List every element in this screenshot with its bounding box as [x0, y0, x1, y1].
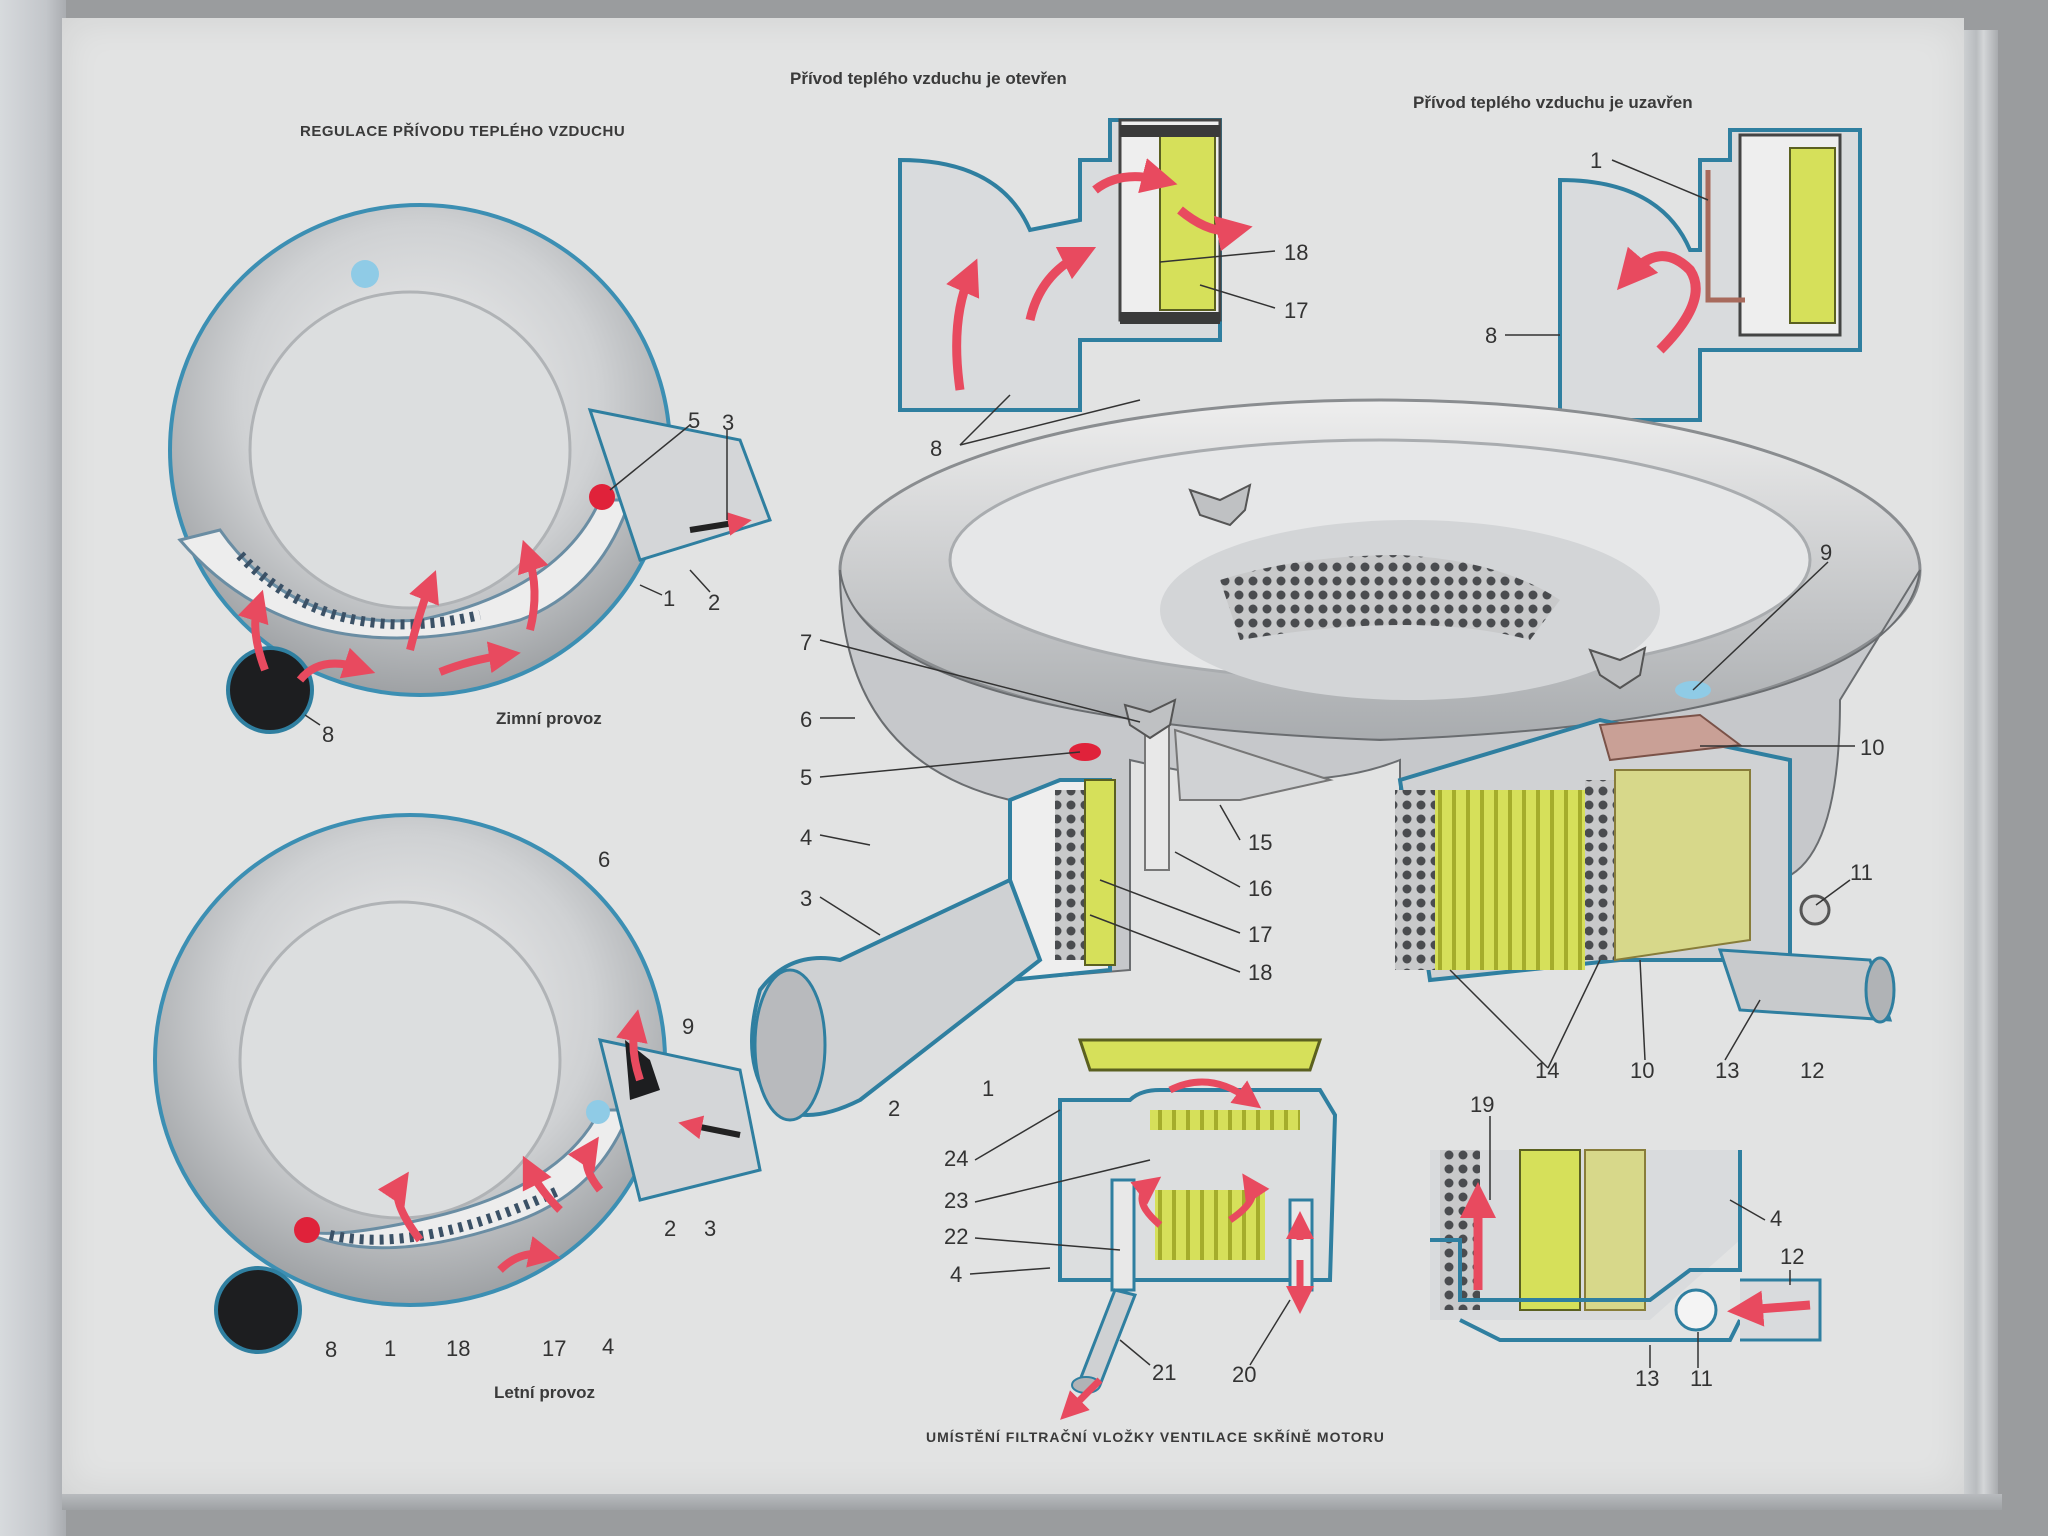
winter-mode-diagram — [168, 203, 772, 734]
callout: 14 — [1535, 1058, 1559, 1083]
warm-air-open-diagram — [898, 118, 1253, 412]
callout: 8 — [930, 436, 942, 461]
callout: 21 — [1152, 1360, 1176, 1385]
bottom-caption: UMÍSTĚNÍ FILTRAČNÍ VLOŽKY VENTILACE SKŘÍ… — [926, 1428, 1385, 1445]
warm-open-caption: Přívod teplého vzduchu je otevřen — [790, 69, 1067, 88]
callout: 10 — [1860, 735, 1884, 760]
callout: 18 — [446, 1336, 470, 1361]
callout: 12 — [1800, 1058, 1824, 1083]
vent-filter-diagram — [1058, 1038, 1338, 1420]
detail-callouts: 19 4 12 13 11 — [1470, 1092, 1804, 1391]
callout: 3 — [722, 410, 734, 435]
closed-callouts: 1 8 — [1485, 148, 1602, 348]
summer-mode-diagram — [153, 813, 762, 1354]
callout: 5 — [688, 408, 700, 433]
outlet-detail-diagram — [1430, 1149, 1822, 1342]
callout: 9 — [682, 1014, 694, 1039]
callout: 2 — [708, 590, 720, 615]
callout: 18 — [1284, 240, 1308, 265]
summer-callouts: 6 9 2 3 8 1 18 17 4 — [325, 847, 716, 1362]
callout: 1 — [663, 586, 675, 611]
callout: 6 — [800, 707, 812, 732]
page-edge — [1962, 30, 1998, 1500]
callout: 4 — [602, 1334, 614, 1359]
page-bottom-edge — [62, 1494, 2002, 1510]
callout: 16 — [1248, 876, 1272, 901]
callout: 1 — [982, 1076, 994, 1101]
callout: 8 — [325, 1337, 337, 1362]
callout: 8 — [322, 722, 334, 747]
regulation-title: REGULACE PŘÍVODU TEPLÉHO VZDUCHU — [300, 122, 625, 140]
callout: 19 — [1470, 1092, 1494, 1117]
callout: 10 — [1630, 1058, 1654, 1083]
callout: 17 — [1248, 922, 1272, 947]
winter-caption: Zimní provoz — [496, 709, 602, 728]
main-callouts: 7 6 5 4 3 2 1 15 16 17 18 9 10 11 14 10 … — [800, 540, 1884, 1121]
callout: 13 — [1715, 1058, 1739, 1083]
winter-callouts: 5 3 1 2 8 — [322, 408, 734, 747]
callout: 24 — [944, 1146, 968, 1171]
leader-lines — [304, 159, 1855, 1069]
callout: 7 — [800, 630, 812, 655]
callout: 4 — [1770, 1206, 1782, 1231]
callout: 8 — [1485, 323, 1497, 348]
open-callouts: 18 17 8 — [930, 240, 1308, 461]
callout: 18 — [1248, 960, 1272, 985]
callout: 4 — [950, 1262, 962, 1287]
callout: 4 — [800, 825, 812, 850]
main-assembly-diagram — [750, 398, 1922, 1122]
vent-callouts: 24 23 22 4 21 20 — [944, 1146, 1256, 1387]
callout: 5 — [800, 765, 812, 790]
callout: 2 — [664, 1216, 676, 1241]
callout: 11 — [1850, 860, 1873, 885]
callout: 12 — [1780, 1244, 1804, 1269]
callout: 22 — [944, 1224, 968, 1249]
callout: 23 — [944, 1188, 968, 1213]
summer-caption: Letní provoz — [494, 1383, 595, 1402]
callout: 6 — [598, 847, 610, 872]
callout: 17 — [542, 1336, 566, 1361]
callout: 13 — [1635, 1366, 1659, 1391]
callout: 20 — [1232, 1362, 1256, 1387]
callout: 9 — [1820, 540, 1832, 565]
callout: 1 — [1590, 148, 1602, 173]
callout: 15 — [1248, 830, 1272, 855]
book-spine — [0, 0, 66, 1536]
vent-leader-lines — [969, 1109, 1791, 1368]
warm-closed-caption: Přívod teplého vzduchu je uzavřen — [1413, 93, 1693, 112]
warm-air-closed-diagram — [1558, 128, 1862, 422]
callout: 3 — [800, 886, 812, 911]
callout: 3 — [704, 1216, 716, 1241]
callout: 17 — [1284, 298, 1308, 323]
callout: 2 — [888, 1096, 900, 1121]
callout: 1 — [384, 1336, 396, 1361]
callout: 11 — [1690, 1366, 1713, 1391]
